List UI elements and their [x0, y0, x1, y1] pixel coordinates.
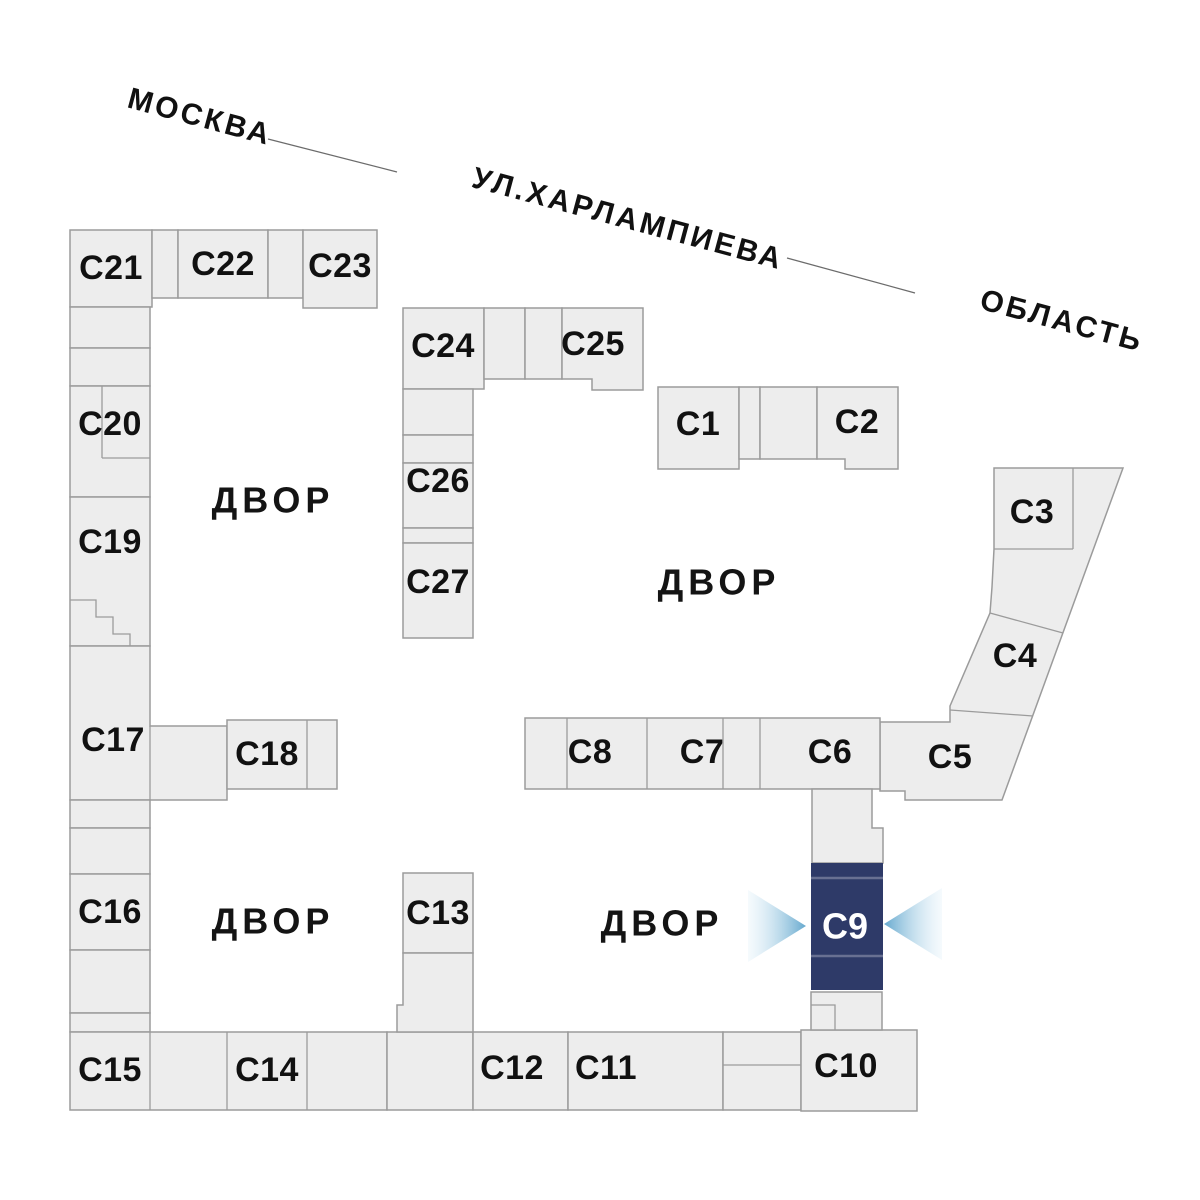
building-segment: [69, 1012, 151, 1033]
block-c11-label: С11: [575, 1049, 637, 1087]
block-c22-label: С22: [191, 245, 255, 283]
building-segment: [69, 827, 151, 875]
row-c8-c7-c6-shape: [524, 717, 881, 790]
street-line-right: [786, 257, 916, 294]
building-segment: [69, 949, 151, 1014]
block-c27-label: С27: [406, 563, 470, 601]
block-c2-shape[interactable]: [816, 386, 899, 470]
divider-c3-c4: [989, 612, 1064, 634]
block-c15-label: С15: [78, 1051, 142, 1089]
right-strip-shape: [879, 467, 1125, 801]
block-c8-label: С8: [568, 733, 612, 771]
building-segment: [402, 388, 474, 436]
building-segment: [69, 347, 151, 387]
block-c25-label: С25: [561, 325, 625, 363]
building-segment: [483, 307, 526, 380]
city-label: МОСКВА: [124, 82, 276, 152]
block-c3-label: С3: [1010, 493, 1054, 531]
building-segment: [524, 307, 563, 380]
block-c24-shape[interactable]: [402, 307, 485, 390]
block-c3-inner-lines: [994, 468, 1074, 550]
block-c23-shape[interactable]: [302, 229, 378, 309]
block-c25-shape[interactable]: [561, 307, 644, 391]
street-name-label: УЛ.ХАРЛАМПИЕВА: [469, 161, 788, 276]
block-c19-stair-line: [70, 599, 131, 646]
block-c5-label: С5: [928, 738, 972, 776]
block-c6-label: С6: [808, 733, 852, 771]
block-c20-inner-lines: [101, 386, 150, 459]
courtyard-label-3: ДВОР: [212, 901, 335, 942]
block-c16-label: С16: [78, 893, 142, 931]
block-c9-shape[interactable]: [811, 863, 883, 990]
block-c10-label: С10: [814, 1047, 878, 1085]
divider-c4-c5: [949, 709, 1034, 717]
highlight-arrow-right: [884, 888, 942, 960]
block-c1-shape[interactable]: [657, 386, 740, 470]
highlight-arrow-left: [748, 890, 806, 962]
block-c18-label: С18: [235, 735, 299, 773]
block-c1-label: С1: [676, 405, 720, 443]
block-c27-shape[interactable]: [402, 542, 474, 639]
block-c23-label: С23: [308, 247, 372, 285]
block-c9-connector: [810, 991, 883, 1031]
block-c13-wing: [396, 952, 474, 1033]
block-c24-label: С24: [411, 327, 475, 365]
block-c6-wing: [811, 788, 884, 864]
building-segment: [267, 229, 304, 299]
connector-inner-lines: [811, 1004, 836, 1030]
block-c9-label: С9: [822, 906, 868, 947]
bottom-row-dividers: [149, 1032, 308, 1110]
building-segment: [759, 386, 818, 460]
block-c26-label: С26: [406, 462, 470, 500]
block-c7-label: С7: [680, 733, 724, 771]
block-c12-label: С12: [480, 1049, 544, 1087]
block-c2-label: С2: [835, 403, 879, 441]
block-c14-label: С14: [235, 1051, 299, 1089]
block-c19-shape[interactable]: [69, 496, 151, 647]
courtyard-label-4: ДВОР: [601, 903, 724, 944]
block-c21-label: С21: [79, 249, 143, 287]
building-segment: [402, 434, 474, 464]
building-segment: [386, 1031, 474, 1111]
block-c19-label: С19: [78, 523, 142, 561]
block-c18-shape[interactable]: [226, 719, 338, 790]
building-segment: [722, 1031, 802, 1111]
block-c21-shape[interactable]: [69, 229, 153, 308]
region-label: ОБЛАСТЬ: [977, 283, 1148, 358]
block-c4-label: С4: [993, 637, 1037, 675]
building-segment: [402, 527, 474, 544]
row-c8-c7-c6-dividers: [566, 718, 761, 789]
block-c9-inner-lines: [811, 876, 883, 958]
street-line-left: [267, 138, 398, 173]
block-c20-label: С20: [78, 405, 142, 443]
building-segment: [151, 229, 179, 299]
courtyard-label-2: ДВОР: [658, 562, 781, 603]
building-segment: [69, 306, 151, 349]
block-c17-label: С17: [81, 721, 145, 759]
building-segment: [738, 386, 761, 460]
building-segment: [69, 799, 151, 829]
block-c13-label: С13: [406, 894, 470, 932]
courtyard-label-1: ДВОР: [212, 480, 335, 521]
